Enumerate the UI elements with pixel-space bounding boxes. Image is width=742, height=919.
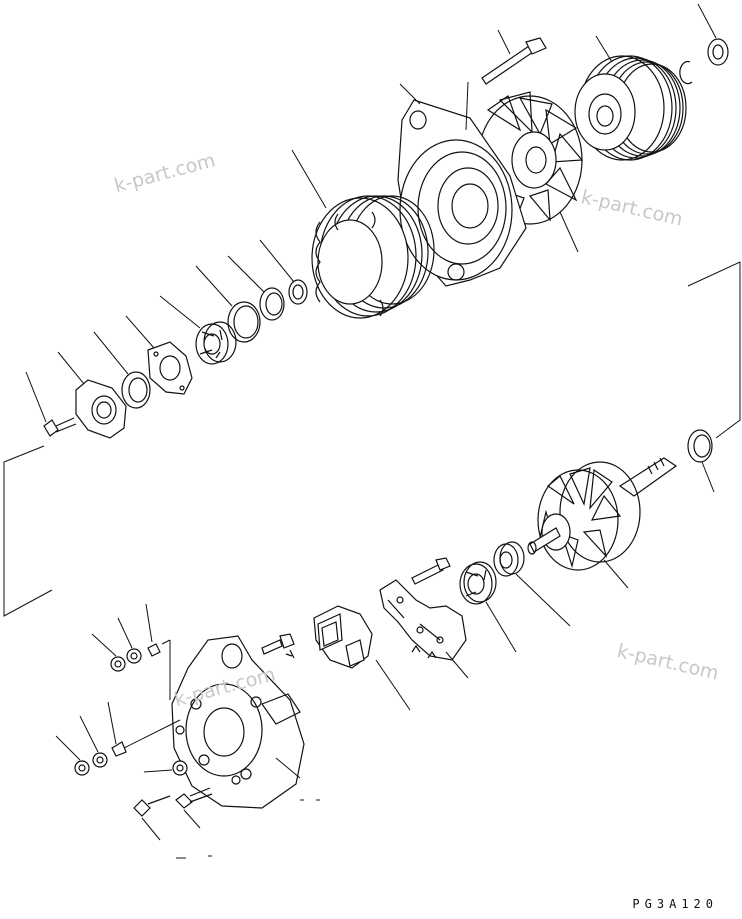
drawing-code: PG3A120 (632, 897, 718, 911)
bearing-cover-part[interactable] (58, 352, 126, 438)
bottom-bolt-part[interactable] (134, 788, 212, 840)
rectifier-holder-part[interactable] (380, 580, 468, 678)
nut-part[interactable] (698, 4, 728, 65)
terminal-bolt-part[interactable] (262, 634, 294, 658)
small-nut-part[interactable] (144, 761, 187, 775)
assembly-bracket-right (688, 262, 740, 438)
bolt-part[interactable] (412, 558, 450, 584)
snap-ring-part[interactable] (680, 62, 692, 84)
rear-bearing-part[interactable] (494, 542, 570, 626)
spacer-ring-part[interactable] (228, 256, 284, 320)
stator-part[interactable] (292, 150, 434, 318)
collar-ring-part[interactable] (688, 430, 714, 492)
seal-ring-part[interactable] (94, 332, 150, 408)
screw-part[interactable] (26, 372, 76, 436)
ring-washer-part[interactable] (260, 240, 307, 304)
assembly-bracket-left-top (4, 446, 44, 462)
bearing-holder-part[interactable] (460, 562, 516, 652)
bearing-part[interactable] (160, 296, 236, 364)
nut-stack-upper[interactable] (92, 604, 170, 700)
retainer-plate-part[interactable] (126, 316, 192, 394)
through-bolt-part[interactable] (482, 30, 546, 84)
pulley-part[interactable] (575, 36, 686, 160)
rotor-part[interactable] (528, 458, 676, 588)
rear-end-frame-part[interactable] (172, 636, 304, 808)
assembly-bracket-left (4, 462, 52, 616)
thin-ring-part[interactable] (196, 266, 260, 342)
nut-stack-lower[interactable] (56, 702, 180, 775)
faint-marks (176, 800, 320, 858)
regulator-part[interactable] (314, 606, 410, 710)
